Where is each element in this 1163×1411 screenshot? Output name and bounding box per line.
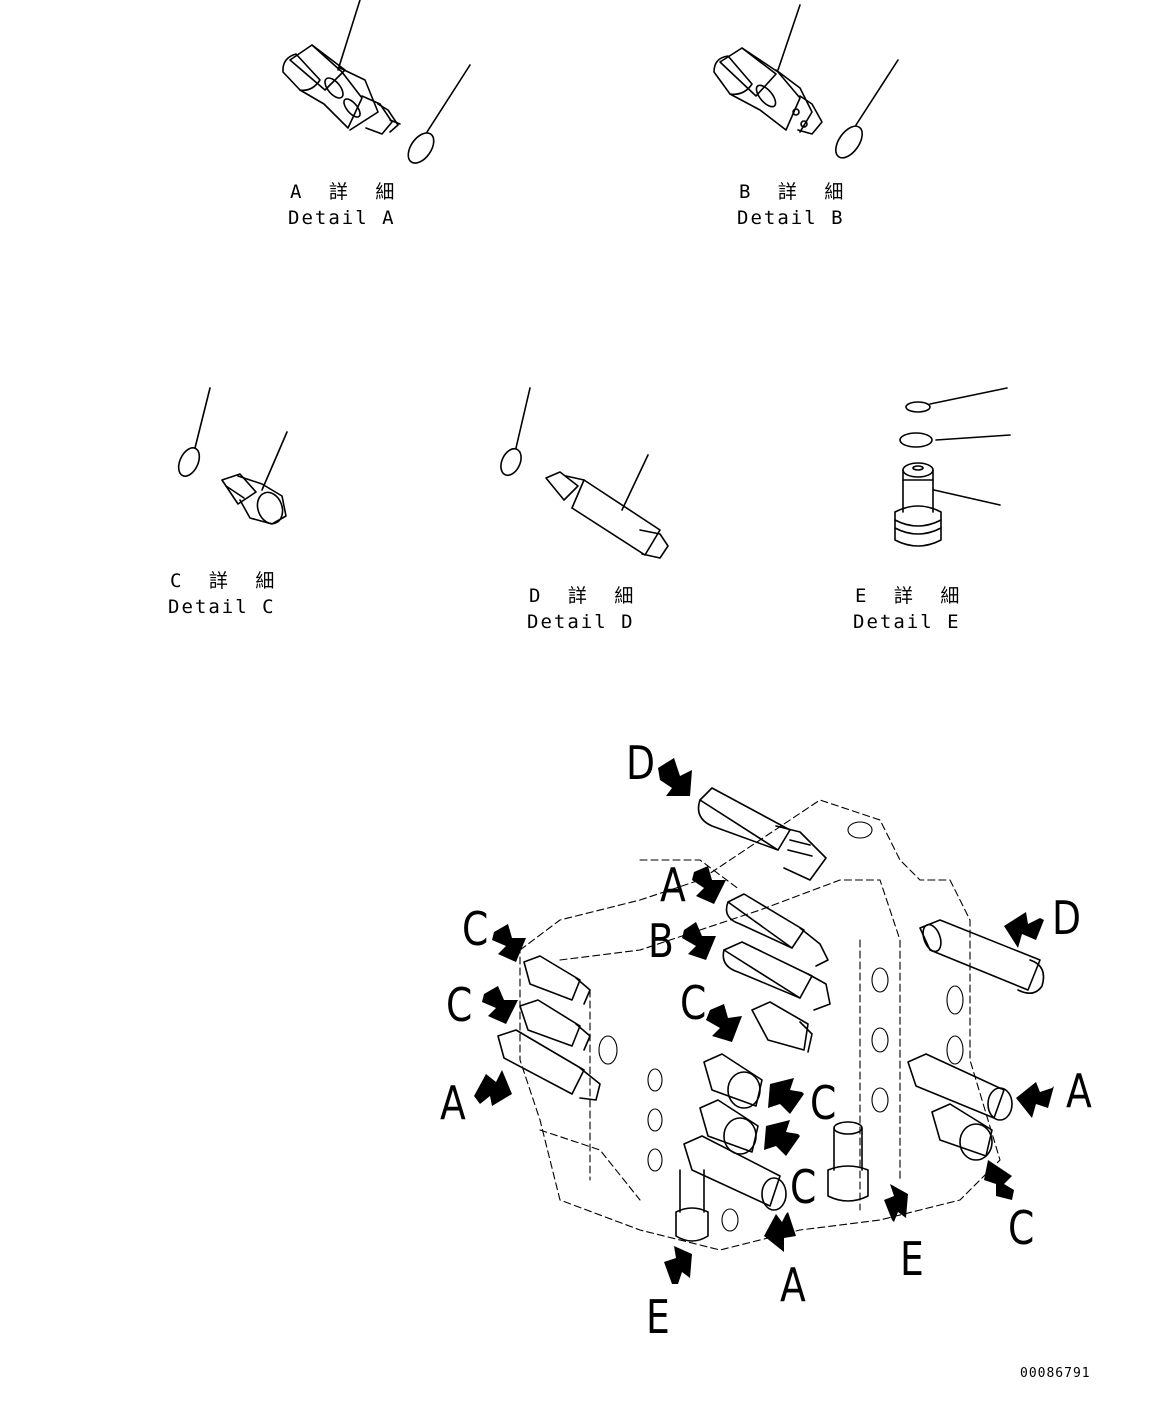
arrow-c-right [984,1160,1014,1200]
arrow-d-right [1004,912,1044,948]
detail-c-title-en: Detail C [168,596,276,618]
detail-a-title-jp: A 詳 細 [290,181,403,203]
detail-c-plug [177,387,288,525]
valve-a-right [907,1053,1013,1121]
valve-c-lower-2 [699,1099,759,1155]
valve-b [722,941,831,1011]
callout-c-right: C [1008,1201,1035,1255]
bolt-e-right [827,1121,869,1202]
callout-a-right: A [1066,1064,1092,1118]
callout-a-top: A [660,858,686,912]
bolt-e-left [675,1169,709,1242]
arrow-a-left [474,1070,512,1106]
arrow-a-lower [764,1212,796,1252]
callout-b: B [648,914,674,968]
callout-c-left-upper: C [462,902,489,956]
valve-a-top [725,893,829,967]
callout-a-lower: A [780,1258,806,1312]
arrow-e-center [884,1184,908,1222]
valve-c-right [931,1103,993,1161]
detail-a-title-en: Detail A [288,207,396,229]
callout-c-left-lower: C [446,978,473,1032]
detail-d-plug [500,387,669,559]
arrow-c-center [706,1004,742,1042]
arrow-c-lower-1 [768,1078,804,1114]
valve-body [519,799,1001,1251]
arrow-d-top [658,758,692,796]
arrow-a-right [1016,1082,1054,1118]
detail-b-valve [713,4,899,159]
valve-c-center [751,1001,813,1053]
detail-d-title-en: Detail D [527,611,635,633]
callout-c-lower-mid: C [790,1160,817,1214]
callout-c-center: C [680,976,707,1030]
arrow-c-left-upper [492,924,526,962]
document-number: 00086791 [1020,1366,1091,1381]
detail-e-title-en: Detail E [853,611,961,633]
detail-b-title-jp: B 詳 細 [739,181,852,203]
valve-c-lower-1 [703,1053,763,1109]
valve-body-ports [598,821,964,1232]
arrow-c-left-lower [482,986,518,1024]
plug-d-right [919,919,1045,994]
callout-c-lower-right: C [810,1076,837,1130]
detail-e-bolt [894,387,1011,547]
callout-d-right: D [1052,891,1082,945]
callout-e-center: E [900,1232,924,1286]
detail-e-title-jp: E 詳 細 [855,585,968,607]
arrow-b [682,922,716,960]
valve-c-left-lower [519,999,591,1051]
valve-a-left [497,1029,601,1101]
arrow-a-top [692,866,726,904]
plug-d-top [697,787,827,881]
callout-arrows [474,758,1054,1284]
detail-c-title-jp: C 詳 細 [170,570,283,592]
detail-d-title-jp: D 詳 細 [529,585,642,607]
arrow-e-left [664,1246,692,1284]
callout-a-left: A [440,1076,466,1130]
valve-a-lower [683,1135,787,1211]
callout-e-left: E [646,1290,670,1344]
callout-d-top: D [626,736,656,790]
detail-a-valve [282,0,471,164]
valve-c-left-upper [523,955,591,1005]
detail-b-title-en: Detail B [737,207,845,229]
arrow-c-lower-2 [764,1120,800,1156]
